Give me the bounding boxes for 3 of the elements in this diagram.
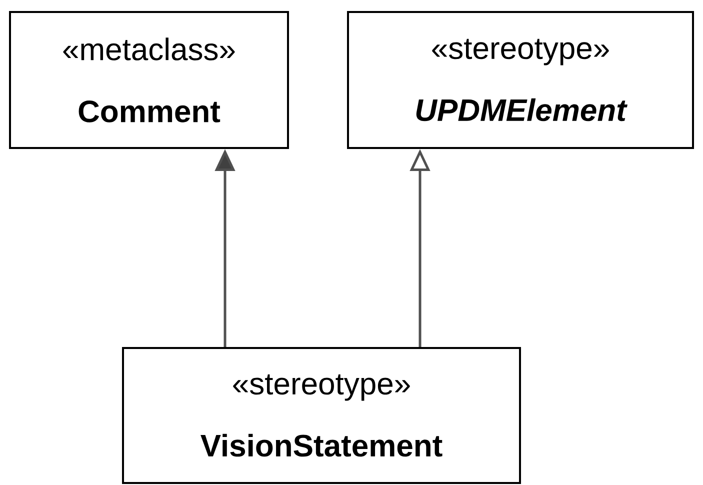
class-box: «stereotype» VisionStatement	[122, 347, 521, 484]
class-box: «metaclass» Comment	[9, 11, 289, 149]
class-box: «stereotype» UPDMElement	[347, 11, 694, 149]
